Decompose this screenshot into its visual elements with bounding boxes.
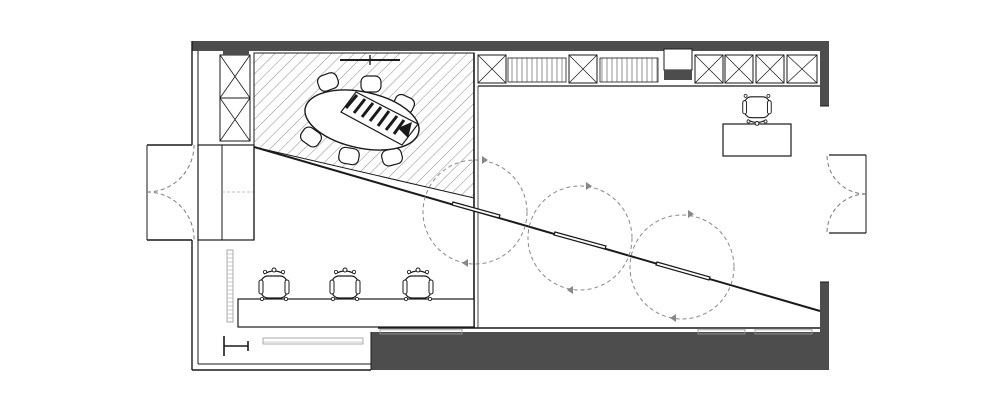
staircase <box>340 91 419 146</box>
pivot-door-swing <box>527 185 633 291</box>
task-chair <box>402 267 434 302</box>
diagonal-glass-partition <box>253 146 821 312</box>
task-chairs <box>258 267 434 302</box>
right-double-door <box>820 105 867 283</box>
radiator <box>507 57 567 83</box>
radiators <box>507 57 659 83</box>
bottom-window-grilles <box>379 328 813 335</box>
left-window-band <box>219 48 364 345</box>
conference-chair <box>299 126 323 148</box>
interior-partition <box>378 53 820 329</box>
radiator <box>599 57 659 83</box>
office-desk <box>722 123 792 157</box>
pivot-door-arrows <box>462 156 694 322</box>
conference-chair <box>338 146 360 166</box>
task-chair <box>329 267 361 302</box>
task-chair <box>258 267 290 302</box>
conference-chair <box>316 72 340 92</box>
pivot-door-panels <box>451 201 711 281</box>
pivot-door-swings <box>422 159 735 320</box>
ceiling-fixture <box>340 55 400 65</box>
pivot-door-swing <box>629 214 735 320</box>
bracket-symbol <box>223 336 249 356</box>
top-column <box>663 48 693 80</box>
entry-double-door <box>146 144 195 241</box>
exterior-wall <box>191 41 829 371</box>
pivot-door-swing <box>422 159 528 265</box>
office-chair <box>742 93 772 126</box>
desk-counter <box>237 298 475 328</box>
storage-cabinets <box>477 54 818 84</box>
conference-chair <box>360 75 382 93</box>
entrance-storage-column <box>197 144 255 241</box>
